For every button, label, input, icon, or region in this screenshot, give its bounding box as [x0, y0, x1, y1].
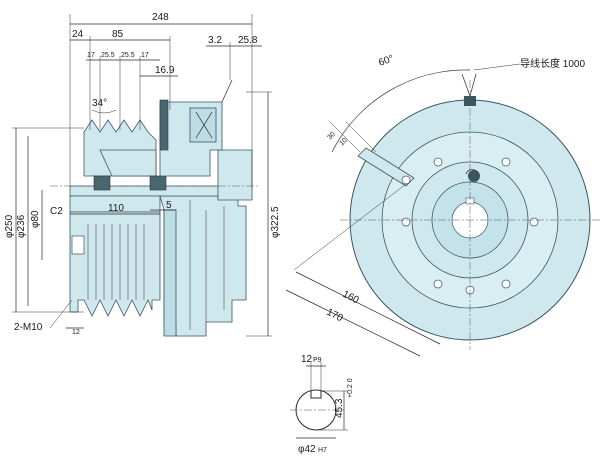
dim-25-5-b: 25.5	[121, 52, 135, 59]
dim-c2: C2	[50, 206, 63, 217]
dim-85: 85	[112, 29, 124, 40]
pulley-grooves	[87, 224, 145, 300]
dim-110: 110	[108, 203, 124, 214]
dim-12-p9-tol: P9	[313, 357, 322, 364]
front-view: 导线长度 1000 60° 30 10 160 170	[285, 53, 600, 357]
dim-angle-60: 60°	[377, 53, 395, 69]
keyway-detail: 12 P9 45.3 +0.2 0 φ42 H7	[290, 354, 354, 455]
side-dimensions: 248 24 85 17 25.5 25.5 17 16.9 3.2 25.8	[4, 12, 281, 337]
dim-dia-80: φ80	[30, 210, 41, 228]
dim-170: 170	[325, 307, 345, 325]
dim-17-b: 17	[141, 52, 149, 59]
dim-dia-236: φ236	[16, 214, 27, 238]
dim-16-9: 16.9	[155, 65, 175, 76]
dim-30: 30	[326, 131, 337, 142]
dim-dia-42: φ42	[298, 444, 316, 455]
dim-5: 5	[166, 200, 172, 211]
dim-160: 160	[341, 289, 361, 307]
dim-dia-42-tol: H7	[318, 447, 327, 454]
dim-3-2: 3.2	[208, 35, 222, 46]
dim-12: 12	[72, 329, 80, 336]
dim-12-p9: 12	[301, 354, 313, 365]
dim-2-m10: 2-M10	[14, 322, 43, 333]
dim-dia-250: φ250	[4, 214, 15, 238]
dim-10: 10	[338, 137, 349, 148]
lead-wire-label: 导线长度 1000	[520, 57, 585, 70]
dim-25-5-a: 25.5	[101, 52, 115, 59]
side-view: 248 24 85 17 25.5 25.5 17 16.9 3.2 25.8	[4, 12, 281, 337]
dim-angle-34: 34°	[92, 98, 107, 109]
dim-25-8: 25.8	[238, 35, 258, 46]
bearing-left	[93, 175, 111, 191]
dim-24: 24	[72, 29, 84, 40]
dim-overall-length: 248	[152, 12, 169, 23]
dim-dia-322-5: φ322.5	[270, 206, 281, 238]
dim-45-3-tol: +0.2 0	[347, 378, 354, 398]
dim-45-3: 45.3	[334, 398, 345, 418]
mount-bracket	[159, 99, 169, 151]
dim-17-a: 17	[87, 52, 95, 59]
bearing-mid	[149, 175, 167, 191]
